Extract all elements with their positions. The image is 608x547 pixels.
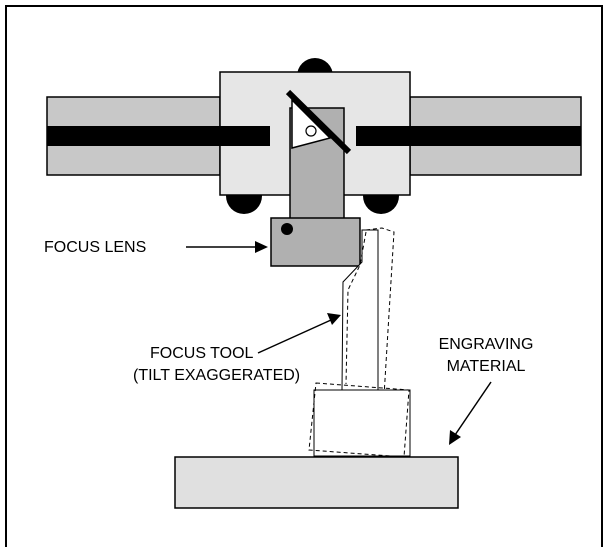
engraving-arrow-line [454, 381, 492, 436]
focus-tool-dashed-left [345, 231, 367, 385]
carriage-right-stripe [356, 126, 410, 146]
engraving-label-line1: ENGRAVING [439, 336, 534, 353]
focus-tool-arrow-line [257, 319, 332, 354]
left-rail-stripe [47, 126, 270, 146]
focus-lens-screw [281, 223, 293, 235]
carriage-left-stripe [220, 126, 270, 146]
focus-tool-foot [313, 389, 411, 457]
focus-lens-label: FOCUS LENS [44, 239, 146, 256]
mirror-mount [291, 98, 332, 149]
left-rail [46, 96, 270, 176]
engraving-label-line2: MATERIAL [447, 358, 526, 375]
mirror-pivot [305, 125, 317, 137]
right-rail [356, 96, 582, 176]
mirror-icon [285, 89, 352, 155]
engraving-arrow-icon [449, 430, 461, 445]
focus-lens-arrow-icon [255, 241, 268, 253]
focus-tool-label-line1: FOCUS TOOL [150, 345, 254, 362]
focus-tool-arrow-icon [327, 313, 341, 325]
engraving-material [174, 456, 459, 509]
focus-tool-dashed-right [365, 227, 395, 397]
focus-tool-label-line2: (TILT EXAGGERATED) [133, 367, 300, 384]
right-rail-stripe [356, 126, 581, 146]
